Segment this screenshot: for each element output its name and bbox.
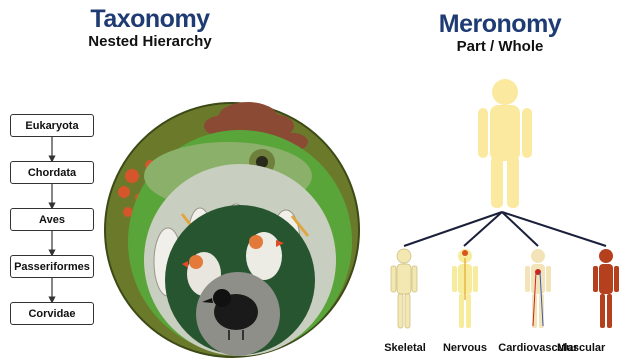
skeletal-figure — [390, 248, 418, 329]
taxonomy-subtitle: Nested Hierarchy — [88, 33, 212, 50]
part-label-cardiovascular: Cardiovascular — [498, 342, 578, 354]
nested-circles — [104, 102, 360, 358]
taxonomy-title: Taxonomy — [90, 5, 210, 33]
muscular-figure — [593, 249, 619, 328]
part-connectors — [403, 211, 607, 247]
meronomy-subtitle: Part / Whole — [456, 38, 544, 55]
level-aves: Aves — [10, 208, 94, 231]
level-corvidae: Corvidae — [10, 302, 94, 325]
level-passeriformes: Passeriformes — [10, 255, 94, 278]
meronomy-title: Meronomy — [438, 10, 562, 38]
level-chordata: Chordata — [10, 161, 94, 184]
part-label-muscular: Muscular — [557, 342, 606, 354]
cardiovascular-figure — [525, 249, 551, 328]
whole-body-figure — [478, 79, 532, 208]
level-eukaryota: Eukaryota — [10, 114, 94, 137]
part-label-skeletal: Skeletal — [384, 342, 426, 354]
nervous-figure — [452, 249, 478, 328]
part-label-nervous: Nervous — [442, 342, 488, 354]
